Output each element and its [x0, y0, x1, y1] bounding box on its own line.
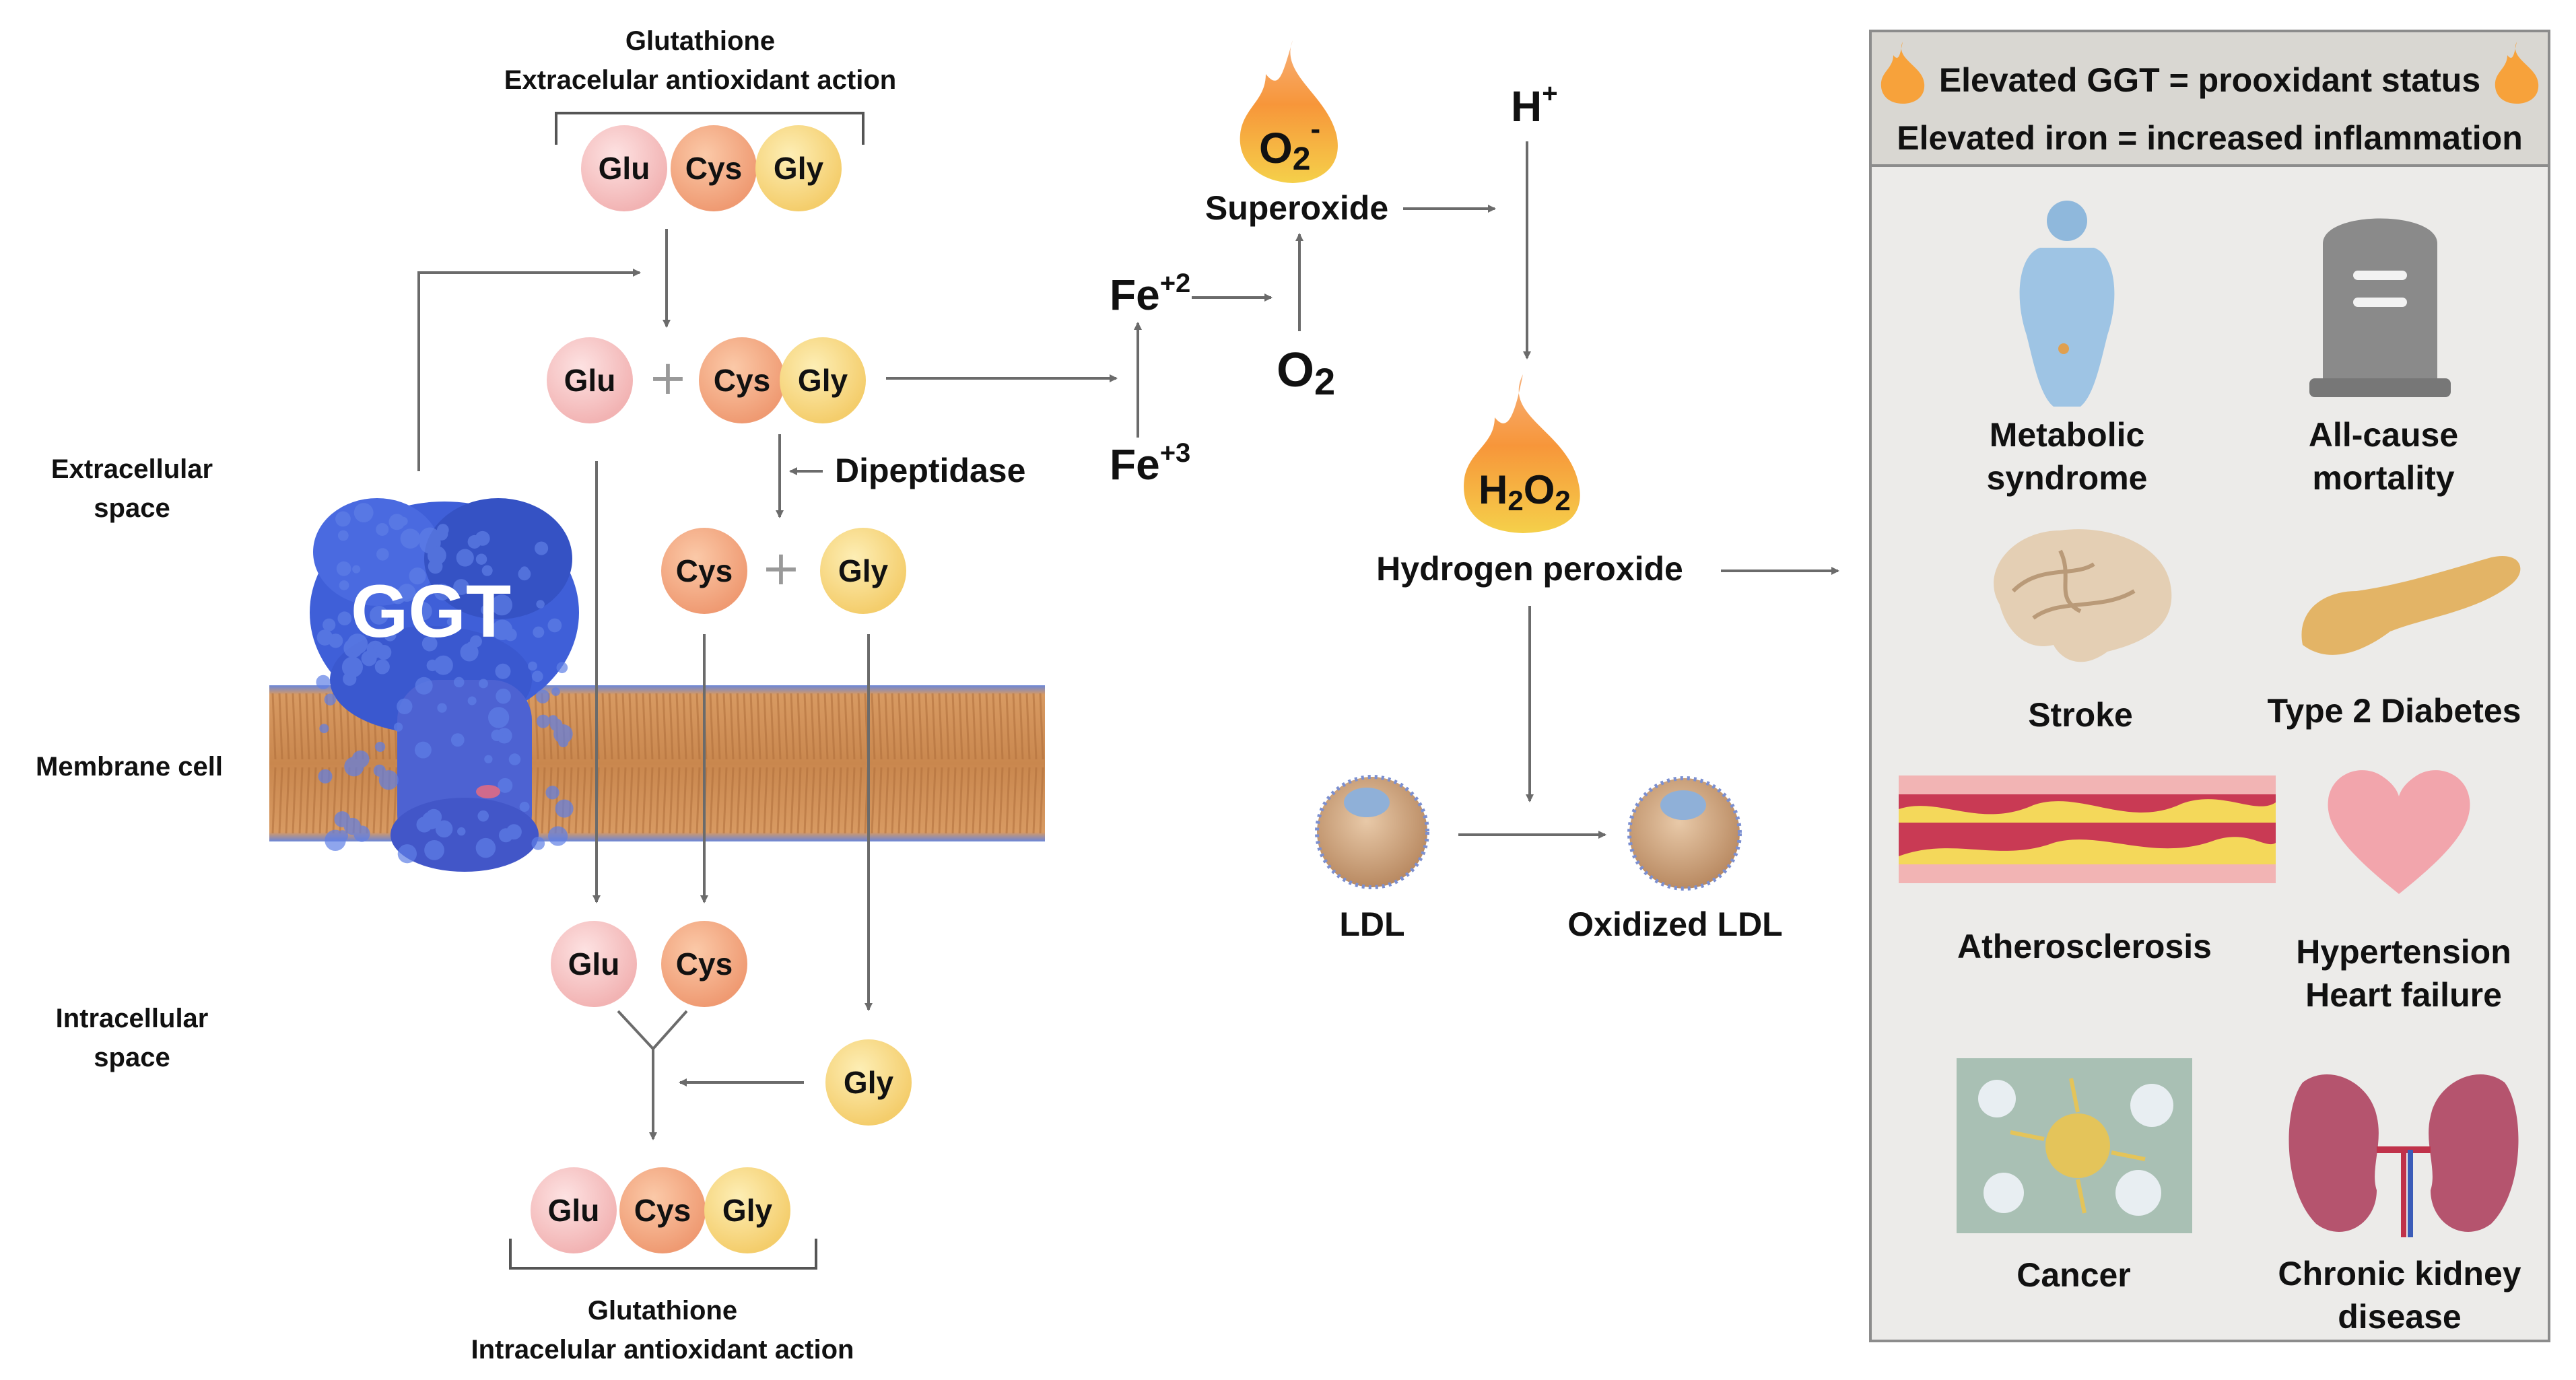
plus-sign: + [648, 350, 688, 405]
merge-lines [617, 1010, 688, 1139]
aa-gly-label: Gly [798, 363, 848, 398]
extracellular-label-1: Extracellular [51, 454, 213, 484]
disease-line-2: mortality [2312, 459, 2455, 497]
glu-cys-intra: Glu Cys [551, 921, 747, 1007]
aa-cys-label: Cys [676, 946, 733, 981]
flame-icon [1240, 40, 1338, 183]
ggt-protein [310, 498, 579, 872]
disease-atherosclerosis: Atherosclerosis [1930, 925, 2239, 968]
aa-cys-label: Cys [634, 1193, 691, 1228]
flame-icon [1464, 374, 1580, 533]
panel-line-2: Elevated iron = increased inflammation [1897, 119, 2523, 157]
dipeptidase-label: Dipeptidase [835, 452, 1025, 489]
disease-line-1: Hypertension [2296, 933, 2511, 971]
glutathione-intra-subtitle: Intracelular antioxidant action [471, 1335, 854, 1365]
plus-sign: + [761, 541, 801, 596]
tripeptide-extra: Glu Cys Gly [581, 125, 842, 211]
disease-line-1: Chronic kidney [2278, 1255, 2521, 1292]
disease-stroke: Stroke [1926, 693, 2235, 736]
heart-icon [2328, 770, 2470, 894]
body-icon [2019, 201, 2115, 407]
extracellular-label-2: space [94, 493, 170, 523]
panel-header: Elevated GGT = prooxidant status Elevate… [1872, 32, 2548, 167]
aa-glu-label: Glu [564, 363, 616, 398]
oxidized-ldl-particle [1627, 776, 1742, 891]
o2-label: O2 [1277, 343, 1335, 403]
cancer-cell-icon [1957, 1058, 2192, 1233]
intracellular-label-2: space [94, 1043, 170, 1072]
bracket-top [555, 112, 865, 145]
disease-line-2: syndrome [1986, 459, 2148, 497]
disease-metabolic-syndrome: Metabolic syndrome [1912, 413, 2222, 499]
bracket-bottom [509, 1239, 817, 1270]
disease-hypertension: Hypertension Heart failure [2249, 930, 2558, 1016]
brain-icon [1994, 529, 2172, 662]
pancreas-icon [2301, 556, 2521, 655]
oxidized-ldl-label: Oxidized LDL [1567, 905, 1782, 943]
aa-cys-label: Cys [676, 553, 733, 588]
fe2-label: Fe+2 [1110, 269, 1190, 319]
cys-plus-gly: Cys + Gly [661, 528, 906, 614]
aa-gly-label: Gly [838, 553, 889, 588]
artery-icon [1899, 775, 2276, 883]
disease-line-1: Type 2 Diabetes [2267, 692, 2521, 730]
disease-line-2: Heart failure [2305, 976, 2502, 1014]
arrow-ggt-loop [417, 269, 641, 471]
fe3-label: Fe+3 [1110, 438, 1190, 489]
disease-line-1: Stroke [2028, 696, 2133, 734]
kidney-icon [2289, 1074, 2519, 1237]
glutathione-extra-title: Glutathione [625, 26, 775, 56]
gly-intra: Gly [825, 1039, 912, 1126]
aa-cys-label: Cys [685, 151, 742, 186]
flame-icon [1880, 42, 1925, 104]
peroxide-formula: H2O2 [1479, 467, 1571, 516]
proton-label: H+ [1511, 79, 1558, 131]
disease-line-1: Metabolic [1989, 416, 2145, 454]
ldl-label: LDL [1339, 905, 1404, 943]
peroxide-label: Hydrogen peroxide [1376, 550, 1683, 588]
aa-gly-label: Gly [774, 151, 824, 186]
disease-line-1: Atherosclerosis [1957, 928, 2212, 965]
disease-line-2: disease [2338, 1298, 2462, 1336]
disease-chronic-kidney: Chronic kidney disease [2245, 1252, 2554, 1338]
aa-gly-label: Gly [844, 1065, 894, 1100]
superoxide-formula: O2- [1259, 112, 1320, 177]
tombstone-icon [2309, 218, 2451, 397]
membrane-label: Membrane cell [36, 752, 223, 782]
aa-glu-label: Glu [599, 151, 650, 186]
aa-cys-label: Cys [714, 363, 770, 398]
aa-glu-label: Glu [568, 946, 620, 981]
glu-plus-cysgly: Glu + Cys Gly [547, 337, 866, 423]
intracellular-label-1: Intracellular [56, 1004, 209, 1033]
superoxide-label: Superoxide [1205, 189, 1388, 227]
glutathione-intra-title: Glutathione [588, 1296, 737, 1325]
disease-cancer: Cancer [1919, 1253, 2229, 1297]
glutathione-extra-subtitle: Extracelular antioxidant action [504, 65, 896, 95]
disease-line-1: All-cause [2308, 416, 2459, 454]
disease-all-cause-mortality: All-cause mortality [2229, 413, 2538, 499]
flame-icon [2495, 42, 2539, 104]
tripeptide-intra: Glu Cys Gly [531, 1167, 790, 1253]
panel-line-1: Elevated GGT = prooxidant status [1938, 61, 2481, 99]
aa-glu-label: Glu [548, 1193, 600, 1228]
ldl-particle [1315, 775, 1429, 889]
aa-gly-label: Gly [722, 1193, 773, 1228]
disease-type-2-diabetes: Type 2 Diabetes [2239, 689, 2549, 732]
disease-line-1: Cancer [2016, 1256, 2131, 1294]
disease-panel: Elevated GGT = prooxidant status Elevate… [1869, 30, 2550, 1342]
ggt-label: GGT [351, 570, 511, 653]
